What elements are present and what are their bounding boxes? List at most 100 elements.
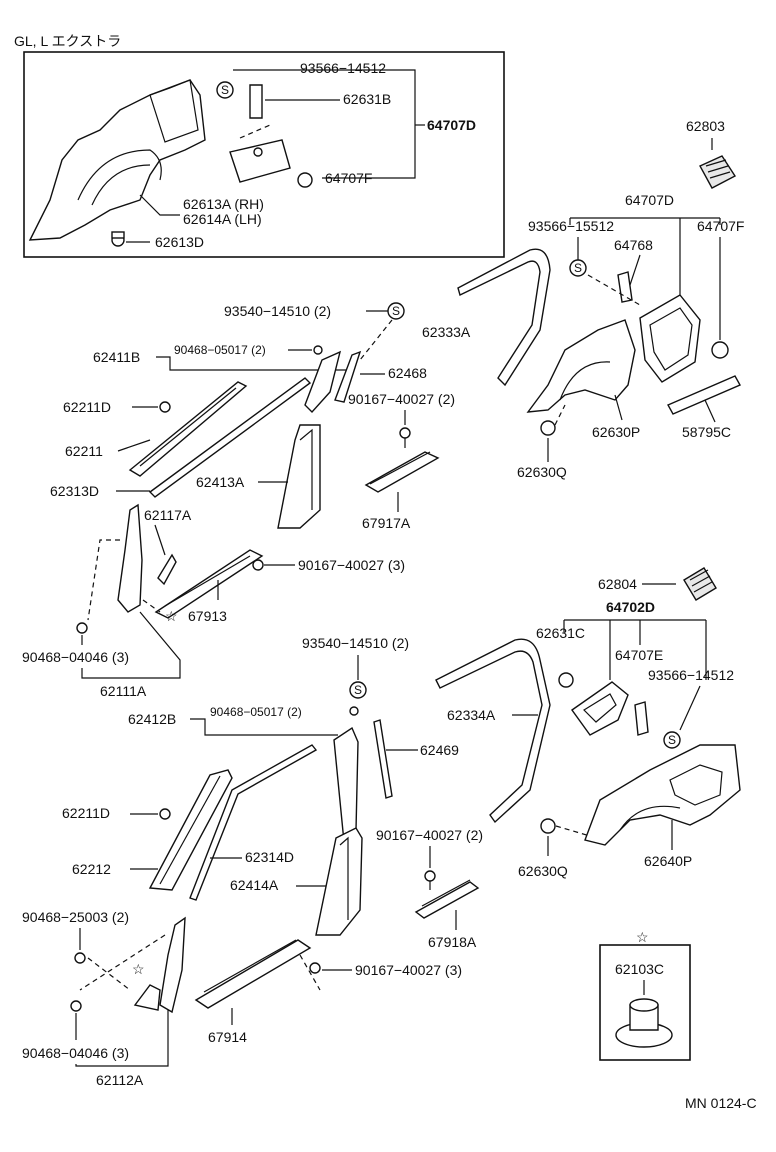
label-62334A: 62334A xyxy=(447,707,496,723)
svg-text:S: S xyxy=(668,733,676,747)
label-62630Q-a: 62630Q xyxy=(517,464,567,480)
bracket-64707E[interactable] xyxy=(634,701,649,736)
label-93566-14512-top: 93566−14512 xyxy=(300,60,386,76)
clip-62630Q-b[interactable] xyxy=(540,818,556,834)
clip-90468-04046-b[interactable] xyxy=(70,1000,82,1012)
variant-title: GL, L エクストラ xyxy=(14,33,121,49)
label-90167-40027-a: 90167−40027 (2) xyxy=(348,391,455,407)
clip-90468-05017-a[interactable] xyxy=(313,345,323,355)
label-62631B: 62631B xyxy=(343,91,391,107)
label-62469: 62469 xyxy=(420,742,459,758)
seal-93566-14512-top[interactable]: S xyxy=(216,81,234,99)
scuff-plate-67913[interactable] xyxy=(154,549,264,619)
bracket-64768[interactable] xyxy=(617,271,633,303)
label-62613D: 62613D xyxy=(155,234,204,250)
clip-90468-04046-a[interactable] xyxy=(76,622,88,634)
label-90167-40027-b: 90167−40027 (3) xyxy=(298,557,405,573)
weatherstrip-62314D[interactable] xyxy=(189,744,318,901)
label-62314D: 62314D xyxy=(245,849,294,865)
trim-62469[interactable] xyxy=(373,719,393,799)
pillar-garnish-62412B[interactable] xyxy=(333,726,359,844)
label-90167-40027-c: 90167−40027 (2) xyxy=(376,827,483,843)
clip-62631C[interactable] xyxy=(558,672,574,688)
label-90468-05017-b: 90468−05017 (2) xyxy=(210,705,302,719)
lid-64707D[interactable] xyxy=(639,294,701,383)
inset-box-62103C xyxy=(599,944,691,1061)
pillar-trim-62413A[interactable] xyxy=(277,424,321,529)
label-62414A: 62414A xyxy=(230,877,279,893)
label-64707D-right: 64707D xyxy=(625,192,674,208)
label-67917A: 67917A xyxy=(362,515,411,531)
strip-58795C[interactable] xyxy=(667,375,741,415)
scuff-plate-67917A[interactable] xyxy=(364,451,440,493)
quarter-trim-62630P[interactable] xyxy=(526,319,636,413)
label-62112A: 62112A xyxy=(96,1072,144,1088)
screw-90167-40027-a[interactable] xyxy=(399,427,411,448)
bracket-62112A[interactable] xyxy=(133,984,161,1011)
screw-90167-40027-d[interactable] xyxy=(309,962,321,974)
label-67913: 67913 xyxy=(188,608,227,624)
label-62614A: 62614A (LH) xyxy=(183,211,262,227)
label-62211D-b: 62211D xyxy=(62,805,110,821)
scuff-plate-67914[interactable] xyxy=(194,939,312,1009)
clip-90468-05017-b[interactable] xyxy=(349,706,359,716)
vent-62803[interactable] xyxy=(699,155,737,189)
svg-text:S: S xyxy=(574,261,582,275)
label-93540-14510-a: 93540−14510 (2) xyxy=(224,303,331,319)
pillar-lower-62111A[interactable] xyxy=(117,503,143,613)
knob-64707F[interactable] xyxy=(297,172,313,188)
label-62468: 62468 xyxy=(388,365,427,381)
label-62333A: 62333A xyxy=(422,324,471,340)
pillar-62212[interactable] xyxy=(148,769,233,891)
label-90468-05017-a: 90468−05017 (2) xyxy=(174,343,266,357)
clip-62211D-b[interactable] xyxy=(159,808,171,820)
label-62413A: 62413A xyxy=(196,474,245,490)
bracket-62631B[interactable] xyxy=(249,84,263,119)
seal-93566-15512[interactable]: S xyxy=(569,259,587,277)
label-67914: 67914 xyxy=(208,1029,247,1045)
bracket-62117A[interactable] xyxy=(157,553,177,586)
label-64702D: 64702D xyxy=(606,599,655,615)
trim-62468[interactable] xyxy=(334,350,362,403)
label-93566-15512: 93566−15512 xyxy=(528,218,614,234)
weatherstrip-62333A[interactable] xyxy=(457,248,551,387)
lid-assy-64702D[interactable] xyxy=(571,681,629,736)
nut-62103C[interactable] xyxy=(615,998,673,1048)
scuff-plate-67918A[interactable] xyxy=(414,879,480,919)
clip-62211D-a[interactable] xyxy=(159,401,171,413)
label-58795C: 58795C xyxy=(682,424,731,440)
lid-assy-64707D[interactable] xyxy=(229,139,291,183)
label-90167-40027-d: 90167−40027 (3) xyxy=(355,962,462,978)
screw-90167-40027-b[interactable] xyxy=(252,559,264,571)
weatherstrip-62334A[interactable] xyxy=(435,638,551,824)
quarter-trim-62640P[interactable] xyxy=(584,744,741,846)
quarter-trim-62613A[interactable] xyxy=(28,79,206,241)
seal-93540-14510-b[interactable]: S xyxy=(349,681,367,699)
weatherstrip-62313D[interactable] xyxy=(148,377,312,498)
seal-93566-14512-b[interactable]: S xyxy=(663,731,681,749)
variant-inset-box xyxy=(23,51,505,258)
star-67913: ☆ xyxy=(165,608,178,624)
label-64707E: 64707E xyxy=(615,647,663,663)
label-64768: 64768 xyxy=(614,237,653,253)
leader-dash xyxy=(239,124,271,139)
drawing-code: MN 0124-C xyxy=(685,1095,757,1111)
seal-symbol: S xyxy=(221,83,229,97)
clip-62613D[interactable] xyxy=(111,231,125,247)
pillar-62211[interactable] xyxy=(128,381,248,477)
screw-90167-40027-c[interactable] xyxy=(424,870,436,890)
pillar-lower-62112A[interactable] xyxy=(159,916,186,1014)
vent-62804[interactable] xyxy=(683,567,717,601)
pillar-trim-62414A[interactable] xyxy=(315,827,363,936)
clip-90468-25003[interactable] xyxy=(74,952,86,964)
knob-64707F-right[interactable] xyxy=(711,341,729,359)
label-62640P: 62640P xyxy=(644,853,692,869)
seal-93540-14510-a[interactable]: S xyxy=(387,302,405,320)
svg-text:S: S xyxy=(392,304,400,318)
label-67918A: 67918A xyxy=(428,934,477,950)
pillar-garnish-62411B[interactable] xyxy=(304,350,342,414)
svg-text:S: S xyxy=(354,683,362,697)
clip-62630Q-a[interactable] xyxy=(540,420,556,436)
label-62103C: 62103C xyxy=(615,961,664,977)
